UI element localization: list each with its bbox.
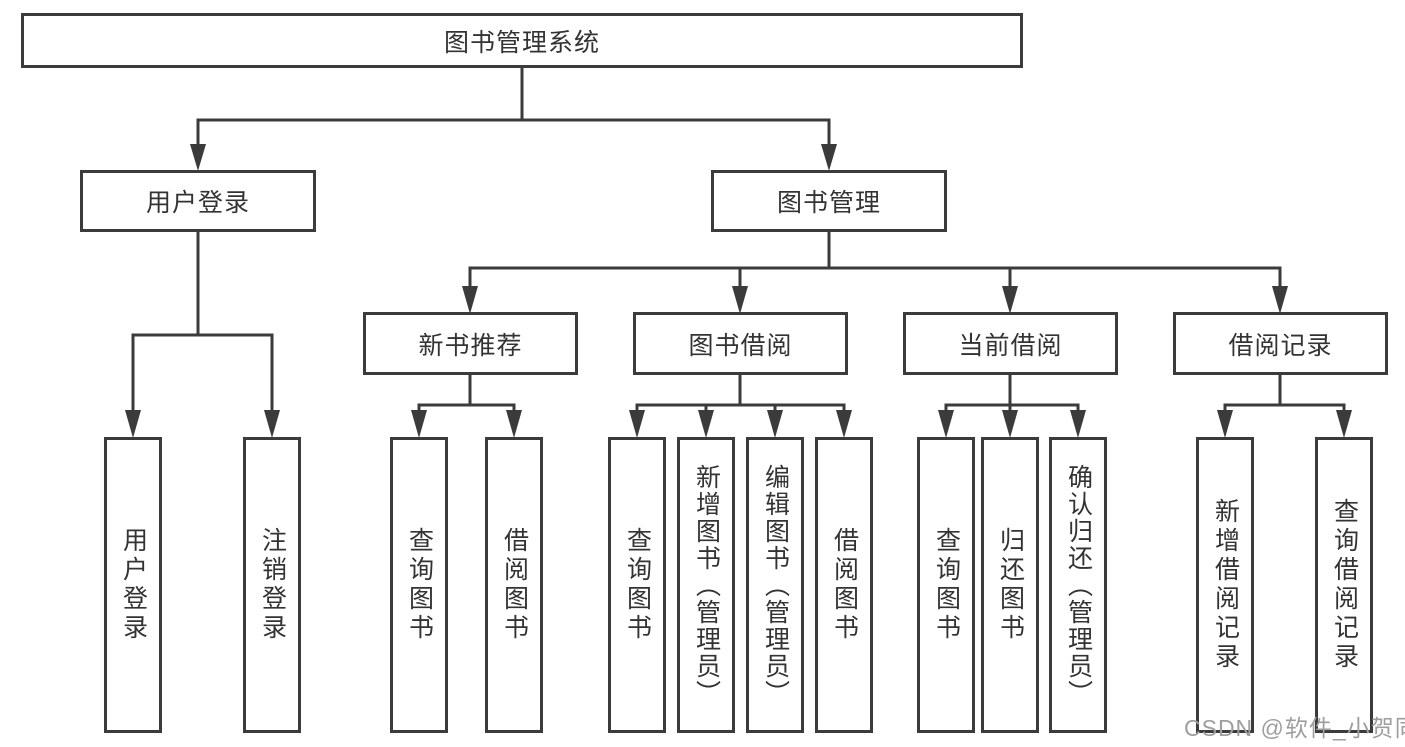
leaf-add-book-admin: 新增图书（管理员） <box>677 437 735 733</box>
node-book-management-label: 图书管理 <box>776 189 881 217</box>
leaf-query-books-current-label: 查询图书 <box>932 527 961 643</box>
leaf-query-borrow-record: 查询借阅记录 <box>1315 437 1373 733</box>
leaf-confirm-return-admin: 确认归还（管理员） <box>1049 437 1107 733</box>
leaf-return-book-label: 归还图书 <box>996 527 1025 643</box>
node-current-borrow-label: 当前借阅 <box>958 331 1063 360</box>
leaf-query-books-recommend: 查询图书 <box>390 437 448 733</box>
node-borrow-records: 借阅记录 <box>1173 312 1388 375</box>
node-borrow-records-label: 借阅记录 <box>1228 331 1333 360</box>
node-book-management: 图书管理 <box>711 170 947 232</box>
leaf-borrow-books: 借阅图书 <box>815 437 873 733</box>
leaf-return-book: 归还图书 <box>981 437 1039 733</box>
leaf-add-book-admin-label: 新增图书（管理员） <box>692 463 721 707</box>
leaf-borrow-books-recommend: 借阅图书 <box>485 437 543 733</box>
leaf-user-login: 用户登录 <box>104 437 162 733</box>
node-user-login-label: 用户登录 <box>145 189 250 217</box>
node-root: 图书管理系统 <box>21 13 1023 68</box>
node-current-borrow: 当前借阅 <box>903 312 1118 375</box>
leaf-add-borrow-record-label: 新增借阅记录 <box>1211 498 1240 672</box>
leaf-borrow-books-label: 借阅图书 <box>830 527 859 643</box>
leaf-query-books-borrow-label: 查询图书 <box>623 527 652 643</box>
node-book-borrow: 图书借阅 <box>633 312 848 375</box>
leaf-query-books-recommend-label: 查询图书 <box>405 527 434 643</box>
leaf-query-borrow-record-label: 查询借阅记录 <box>1330 498 1359 672</box>
leaf-logout-label: 注销登录 <box>258 527 287 643</box>
leaf-add-borrow-record: 新增借阅记录 <box>1196 437 1254 733</box>
leaf-user-login-label: 用户登录 <box>119 527 148 643</box>
node-book-borrow-label: 图书借阅 <box>688 331 793 360</box>
leaf-confirm-return-admin-label: 确认归还（管理员） <box>1064 463 1093 707</box>
node-user-login: 用户登录 <box>80 170 316 232</box>
watermark: CSDN @软件_小贺同学 <box>1184 715 1405 741</box>
leaf-borrow-books-recommend-label: 借阅图书 <box>500 527 529 643</box>
leaf-query-books-current: 查询图书 <box>917 437 975 733</box>
leaf-edit-book-admin: 编辑图书（管理员） <box>746 437 804 733</box>
leaf-query-books-borrow: 查询图书 <box>608 437 666 733</box>
node-new-book-recommend-label: 新书推荐 <box>418 331 523 360</box>
node-new-book-recommend: 新书推荐 <box>363 312 578 375</box>
node-root-label: 图书管理系统 <box>443 28 600 57</box>
leaf-edit-book-admin-label: 编辑图书（管理员） <box>761 463 790 707</box>
leaf-logout: 注销登录 <box>243 437 301 733</box>
